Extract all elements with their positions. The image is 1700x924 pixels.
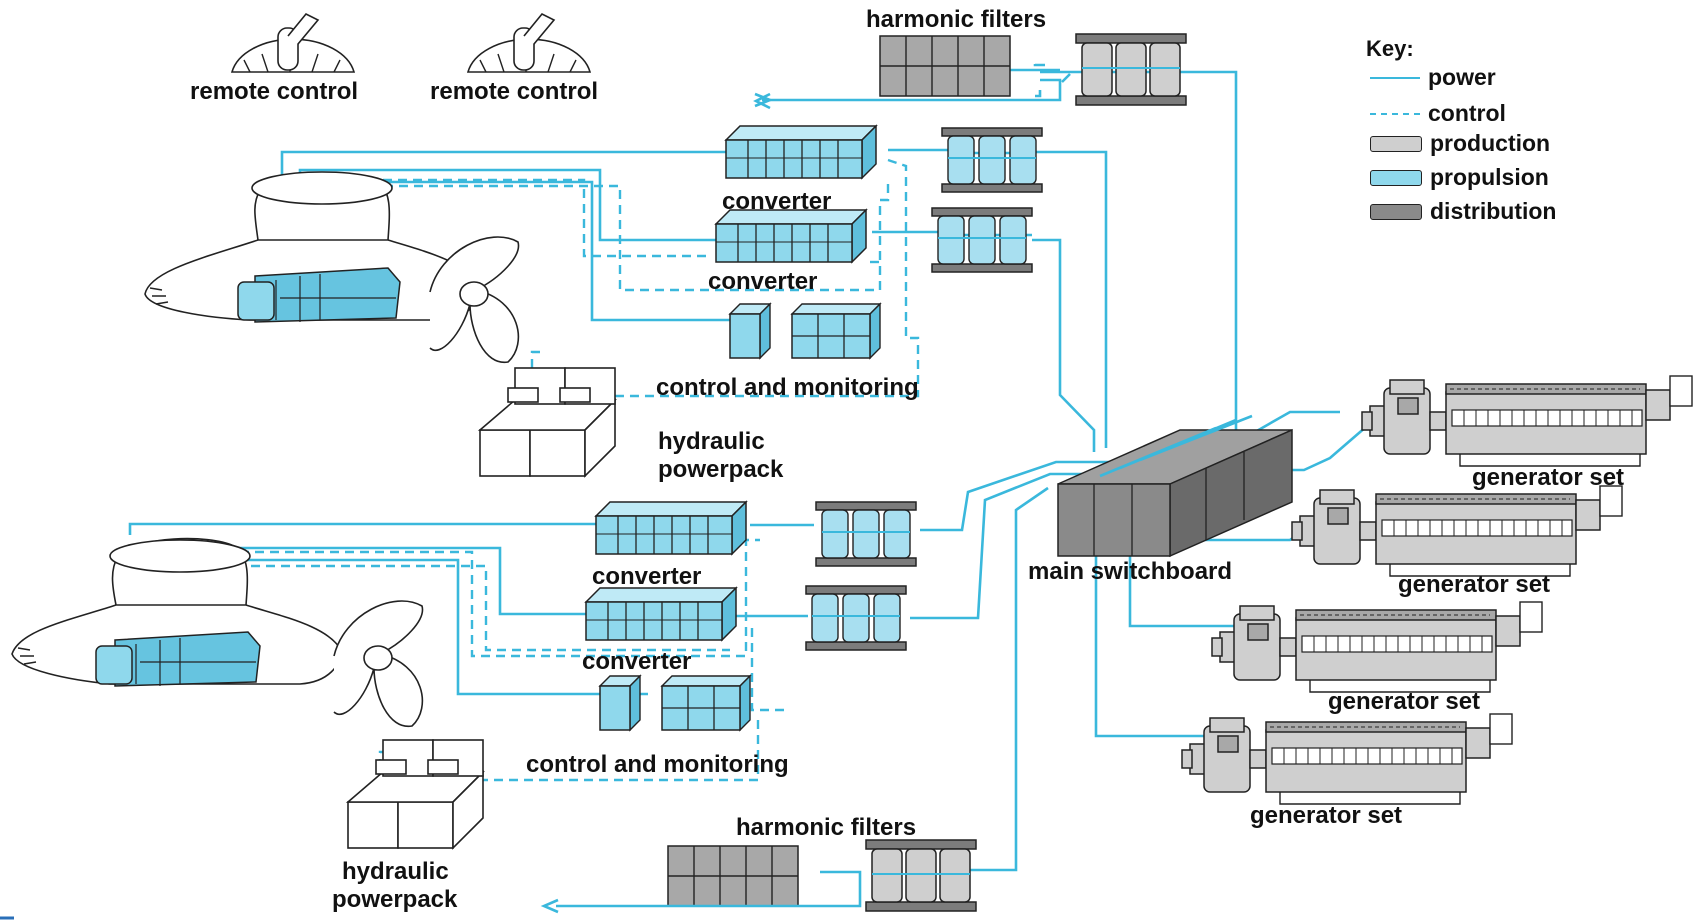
- label-converter-2: converter: [708, 268, 818, 295]
- azimuth-thruster-1: [144, 171, 520, 363]
- harmonic-filter-coils-1a: [941, 127, 1043, 193]
- label-harmonic-filters-top: harmonic filters: [866, 6, 1047, 33]
- azimuth-thruster-2: [11, 537, 424, 727]
- key-swatch-control: [1370, 112, 1420, 115]
- label-remote-control-1: remote control: [190, 78, 359, 105]
- label-generator-set-4: generator set: [1250, 802, 1403, 829]
- label-generator-set-2: generator set: [1398, 571, 1551, 598]
- harmonic-filter-coils-2b: [805, 585, 907, 651]
- filter-top-arrow-line: [770, 78, 1062, 102]
- harmonic-filter-coils-bottom: [865, 839, 977, 912]
- key-item-distribution: distribution: [1370, 198, 1556, 225]
- label-harmonic-filters-bottom: harmonic filters: [736, 814, 917, 841]
- label-converter-1: converter: [722, 188, 832, 215]
- main-switchboard: [1057, 414, 1293, 558]
- generator-set-4: [1181, 713, 1513, 805]
- arrow-left-icon: [753, 92, 771, 110]
- label-hydraulic-1: hydraulic: [658, 428, 765, 455]
- converter-1: [725, 125, 877, 179]
- control-cabinet-2: [599, 675, 751, 731]
- key-item-power: power: [1370, 64, 1496, 91]
- key-swatch-propulsion: [1370, 169, 1422, 186]
- converter-3: [595, 501, 747, 555]
- harmonic-filter-coils-top: [1075, 33, 1187, 106]
- label-control-monitoring-1: control and monitoring: [656, 374, 919, 401]
- control-cabinet-1: [729, 303, 881, 359]
- label-powerpack-1: powerpack: [658, 456, 784, 483]
- key-label-control: control: [1428, 100, 1506, 126]
- label-control-monitoring-2: control and monitoring: [526, 751, 789, 778]
- key-item-control: control: [1370, 100, 1506, 127]
- key-item-propulsion: propulsion: [1370, 164, 1549, 191]
- label-converter-3: converter: [592, 563, 702, 590]
- remote-control-2: [466, 12, 592, 73]
- key-title: Key:: [1366, 36, 1414, 61]
- label-hydraulic-2: hydraulic: [342, 858, 449, 885]
- hydraulic-powerpack-1: [479, 367, 616, 477]
- harmonic-filter-cabinet-top: [879, 35, 1011, 97]
- key-swatch-distribution: [1370, 203, 1422, 220]
- label-powerpack-2: powerpack: [332, 886, 458, 913]
- hydraulic-powerpack-2: [347, 739, 484, 849]
- label-generator-set-1: generator set: [1472, 464, 1625, 491]
- filter-bottom-arrow-line: [556, 870, 862, 908]
- remote-control-1: [230, 12, 356, 73]
- key-label-propulsion: propulsion: [1430, 164, 1549, 190]
- key-label-distribution: distribution: [1430, 198, 1557, 224]
- converter-2: [715, 209, 867, 263]
- generator-set-3: [1211, 601, 1543, 693]
- label-converter-4: converter: [582, 648, 692, 675]
- key-swatch-production: [1370, 135, 1422, 152]
- harmonic-filter-coils-2a: [815, 501, 917, 567]
- label-generator-set-3: generator set: [1328, 688, 1481, 715]
- key-item-production: production: [1370, 130, 1550, 157]
- converter-4: [585, 587, 737, 641]
- generator-set-1: [1361, 375, 1693, 467]
- label-remote-control-2: remote control: [430, 78, 599, 105]
- generator-set-2: [1291, 485, 1623, 577]
- key-swatch-power: [1370, 76, 1420, 79]
- arrow-left-icon-bottom: [540, 898, 559, 914]
- label-main-switchboard: main switchboard: [1028, 558, 1233, 585]
- harmonic-filter-coils-1b: [931, 207, 1033, 273]
- harmonic-filter-cabinet-bottom: [667, 845, 799, 907]
- key-label-power: power: [1428, 64, 1496, 90]
- key-label-production: production: [1430, 130, 1551, 156]
